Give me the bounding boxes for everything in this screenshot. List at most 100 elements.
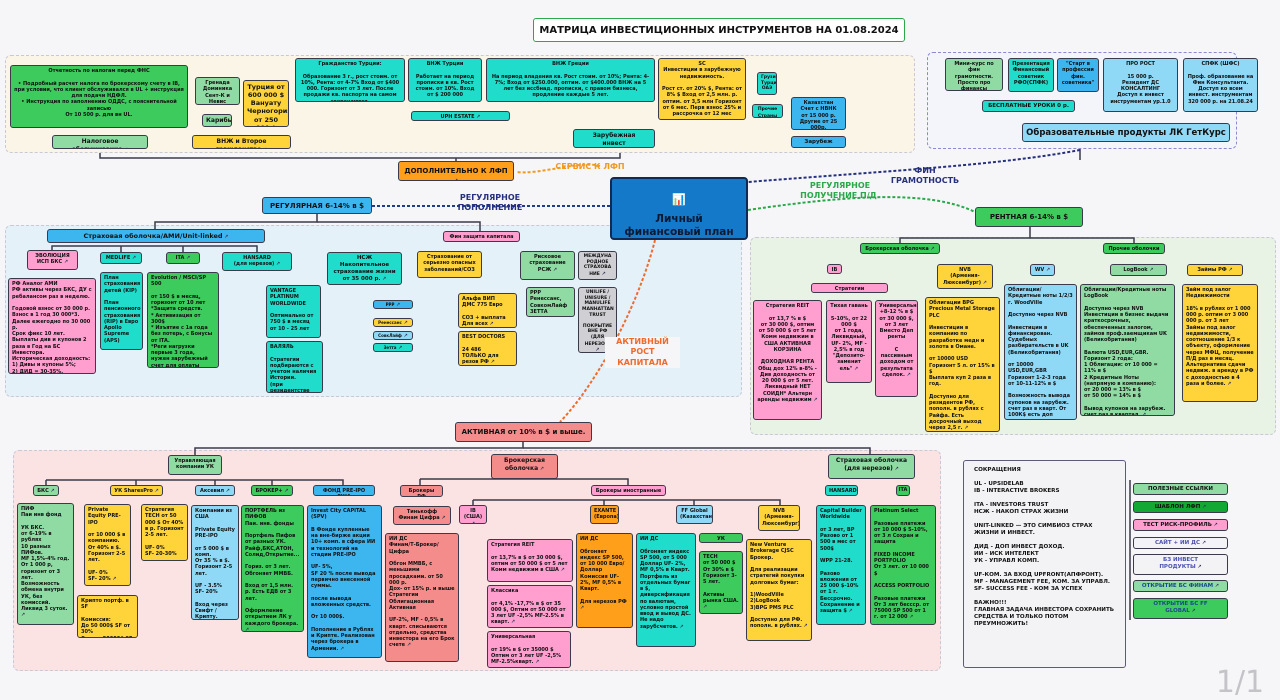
- tax-reporting-card: Отчетность по налогам перед ФНС • Подроб…: [10, 65, 188, 128]
- rrr-node[interactable]: РРР: [373, 300, 413, 309]
- ffglobal-node[interactable]: FF Global (Казахстан): [676, 505, 713, 524]
- risk-test-link[interactable]: ТЕСТ РИСК-ПРОФИЛЬ: [1133, 519, 1228, 531]
- evolution-card: РФ Аналог АМИ РФ активы через БКС, ДУ с …: [8, 278, 96, 374]
- lfp-template-link[interactable]: ШАБЛОН ЛФП: [1133, 501, 1228, 513]
- regular-node[interactable]: РЕГУЛЯРНАЯ 6-14% в $: [262, 197, 372, 214]
- rent-nvb-node[interactable]: NVB (Армения- Люксембург): [937, 264, 993, 289]
- ita-node[interactable]: ITA: [166, 252, 200, 264]
- kazakhstan-card: Казахстан Счет с НВНК от 15 000 р. Други…: [791, 97, 846, 130]
- kb-link[interactable]: БЗ ИНВЕСТ ПРОДУКТЫ: [1133, 554, 1228, 575]
- bks-card[interactable]: ПИФ Паи инв фонд УК БКС. от 6-19% в рубл…: [17, 503, 74, 625]
- brokerplus-node[interactable]: БРОКЕР+: [251, 485, 293, 496]
- site-link[interactable]: САЙТ + ИИ ДС: [1133, 537, 1228, 549]
- active-broker-shell-node[interactable]: Брокерская оболочка: [491, 454, 558, 479]
- strategies-node[interactable]: Стратегии инвестирования: [811, 283, 888, 293]
- tinkoff-node[interactable]: Тинькофф Финам Цифра: [393, 506, 451, 525]
- brokers-foreign-node[interactable]: Брокеры иностранные: [591, 485, 666, 496]
- renessans-node[interactable]: Ренессанс: [373, 318, 413, 327]
- foreign-accounts-button[interactable]: Зарубеж счета: [791, 136, 846, 148]
- active-universal-card[interactable]: Универсальная от 19% в $ от 35000 $ Опти…: [487, 631, 571, 668]
- rent-node[interactable]: РЕНТНАЯ 6-14% в $: [975, 207, 1083, 227]
- zetta-node[interactable]: Зетта: [373, 343, 413, 352]
- tax-service-button[interactable]: Налоговое обслуживание: [52, 135, 148, 149]
- exante-node[interactable]: EXANTE (Европа): [590, 505, 619, 524]
- service-label: СЕРВИС К ЛФП: [555, 162, 625, 171]
- residence-permit-button[interactable]: ВНЖ и Второе гражданство: [192, 135, 291, 149]
- active-ita-card[interactable]: Platinum Select Разовые платежи от 10 00…: [870, 505, 936, 625]
- active-hansard-card[interactable]: Capital Builder Worldwide от 3 лет, BP Р…: [816, 505, 866, 625]
- wv-node[interactable]: WV: [1030, 264, 1055, 276]
- uph-estate-button[interactable]: UPH ESTATE: [411, 111, 510, 121]
- active-nvb-node[interactable]: NVB (Армения- Люксембург): [758, 505, 800, 531]
- logbook-card[interactable]: Облигации/Кредитные ноты LogBook Доступн…: [1080, 284, 1175, 416]
- personal-financial-plan: 📊 Личный финансовый план: [610, 177, 748, 240]
- bks-node[interactable]: БКС: [33, 485, 59, 496]
- free-lessons-button[interactable]: БЕСПЛАТНЫЕ УРОКИ 0 р.: [982, 100, 1075, 112]
- active-node[interactable]: АКТИВНАЯ от 10% в $ и выше.: [455, 422, 592, 442]
- useful-links-title: ПОЛЕЗНЫЕ ССЫЛКИ: [1133, 483, 1228, 495]
- wv-card[interactable]: Облигации/ Кредитные ноты 1/2/3 г. WoodV…: [1004, 284, 1077, 420]
- classic-card[interactable]: Классика от 4,1% -17,7% в $ от 35 000 $,…: [487, 585, 573, 628]
- edu-products-button[interactable]: Образовательные продукты ЛК ГетКурс: [1022, 123, 1230, 142]
- rent-nvb-card[interactable]: Облигации BPG Precious Metal Storage PLC…: [925, 297, 1000, 432]
- insurance-nonres-node[interactable]: Страховая оболочка (для нерезов): [828, 454, 915, 479]
- intl-insurance-node[interactable]: МЕЖДУНА РОДНОЕ СТРАХОВА НИЕ: [578, 251, 617, 280]
- rent-other-shell-node[interactable]: Прочие оболочки: [1103, 243, 1165, 254]
- tech-strategy-card: Стратегия TECH от 50 000 $ От 40% в р. Г…: [141, 504, 188, 561]
- ffglobal-card[interactable]: ИИ ДС Обгоняет индекс SP 500, от 5 000 Д…: [636, 533, 696, 647]
- private-equity-card[interactable]: Private Equity PRE-IPO от 10 000 $ в ком…: [84, 504, 131, 586]
- tinkoff-card[interactable]: ИИ ДС Финам/Т-Брокер/ Цифра Обгон ММВБ, …: [385, 533, 459, 662]
- page-title: МАТРИЦА ИНВЕСТИЦИОННЫХ ИНСТРУМЕНТОВ НА 0…: [533, 18, 905, 42]
- uk-node[interactable]: Управляющая компании УК: [168, 455, 222, 475]
- fin-protection-node[interactable]: Фин защита капитала: [443, 231, 520, 242]
- spfk-card[interactable]: СПФК (ШФС) Проф. образование на Фин Конс…: [1183, 58, 1258, 112]
- medlife-node[interactable]: MEDLIFE: [100, 252, 142, 264]
- active-hansard-node[interactable]: HANSARD: [825, 485, 858, 496]
- active-reit-card[interactable]: Стратегия REIT от 13,7% в $ от 30 000 $,…: [487, 539, 573, 582]
- loans-node[interactable]: Займы РФ: [1187, 264, 1243, 276]
- crypto-card: Крипто портф. в SF Комиссия: До 50 000$ …: [77, 595, 138, 638]
- exante-card[interactable]: ИИ ДС Обгоняет индекс SP 500, от 10 000 …: [576, 533, 633, 628]
- start-course-card[interactable]: "Старт в профессии фин. советника": [1057, 58, 1099, 92]
- insurance-shell-bar[interactable]: Страховая оболочка/АМИ/Unit-linked: [47, 229, 265, 243]
- preipo-card[interactable]: Invest City CAPITAL (SPV) В Фонде куплен…: [307, 505, 382, 658]
- evolution-node[interactable]: ЭВОЛЮЦИЯ ИСП БКС: [27, 250, 78, 270]
- ff-sharespro-node[interactable]: УК SharesPro: [699, 533, 743, 543]
- logbook-node[interactable]: LogBook: [1110, 264, 1167, 276]
- other-countries-node[interactable]: Прочие Страны: [752, 104, 783, 118]
- extra-to-lfp-node[interactable]: ДОПОЛНИТЕЛЬНО К ЛФП: [398, 161, 514, 181]
- foreign-realty-button[interactable]: Зарубежная инвест недвижимость: [573, 129, 655, 148]
- preipo-node[interactable]: ФОНД PRE-IPO США: [313, 485, 375, 496]
- safe-harbor-card[interactable]: Тихая гавань 5-10%, от 22 000 $ от 1 год…: [826, 300, 872, 383]
- nszh-node[interactable]: НСЖ Накопительное страхование жизни от 3…: [327, 252, 402, 285]
- rent-ib-node[interactable]: IB: [827, 264, 842, 274]
- mini-course-card[interactable]: Мини-курс по фин грамотности. Просто про…: [945, 58, 1003, 91]
- active-ita-node[interactable]: ITA: [896, 485, 910, 496]
- rent-universal-card[interactable]: Универсальная +8-12 % в $ от 30 000 $, о…: [875, 300, 918, 397]
- brokers-ru-node[interactable]: Брокеры РФ: [400, 485, 443, 497]
- finam-account-link[interactable]: ОТКРЫТИЕ БС ФИНАМ: [1133, 580, 1228, 592]
- ff-tech-card[interactable]: TECH от 50 000 $ От 30% в $ Горизонт 3-5…: [699, 551, 743, 614]
- turkey-vnzh-card: ВНЖ Турции Работает на период прописки в…: [408, 58, 482, 102]
- presentation-card[interactable]: Презентация Финансовый советник РФО(СПФК…: [1008, 58, 1054, 92]
- georgia-node: Грузия Турция ОАЭ: [757, 72, 777, 95]
- sharespro-node[interactable]: УК SharesPro: [110, 485, 163, 496]
- rent-broker-shell-node[interactable]: Брокерская оболочка: [860, 243, 940, 254]
- active-nvb-card[interactable]: New Venture Brokerage CJSC Брокер. Для р…: [746, 539, 812, 641]
- caribbean-node: Карибы: [202, 114, 232, 127]
- risk-insurance-node[interactable]: Рисковое страхование РСЖ: [520, 251, 575, 280]
- ffglobal-account-link[interactable]: ОТКРЫТИЕ БС FF GLOBAL: [1133, 598, 1228, 619]
- brokerplus-card[interactable]: ПОРТФЕЛЬ из ПИФОВ Паи. инв. фонды Портфе…: [241, 505, 304, 632]
- sovkom-node[interactable]: СовкЛайф: [373, 331, 413, 340]
- rent-reit-card[interactable]: Стратегия REIT от 13,7 % в $ от 30 000 $…: [753, 300, 822, 420]
- hansard-node[interactable]: HANSARD (для нерезов): [222, 252, 292, 271]
- ib-usa-node[interactable]: IB (США): [459, 505, 487, 524]
- loans-card[interactable]: Займ под залог Недвижимости 18% в рублях…: [1182, 284, 1258, 402]
- axevil-node[interactable]: Аксевил: [195, 485, 235, 496]
- page-indicator: 1/1: [1215, 665, 1265, 700]
- alfa-card[interactable]: Альфа ВИП ДМС 775 Евро СОЗ + выплата Для…: [458, 293, 517, 328]
- greece-vnzh-card: ВНЖ Греции На период владения кв. Рост с…: [486, 58, 655, 102]
- critical-illness-node[interactable]: Страхование от серьезно опасных заболева…: [417, 251, 482, 278]
- best-doctors-card[interactable]: BEST DOCTORS 24 486 ТОЛЬКО для резов РФ: [458, 331, 517, 366]
- pro-rost-card[interactable]: ПРО РОСТ 15 000 р. Резидент ДС КОНСАЛТИН…: [1103, 58, 1178, 112]
